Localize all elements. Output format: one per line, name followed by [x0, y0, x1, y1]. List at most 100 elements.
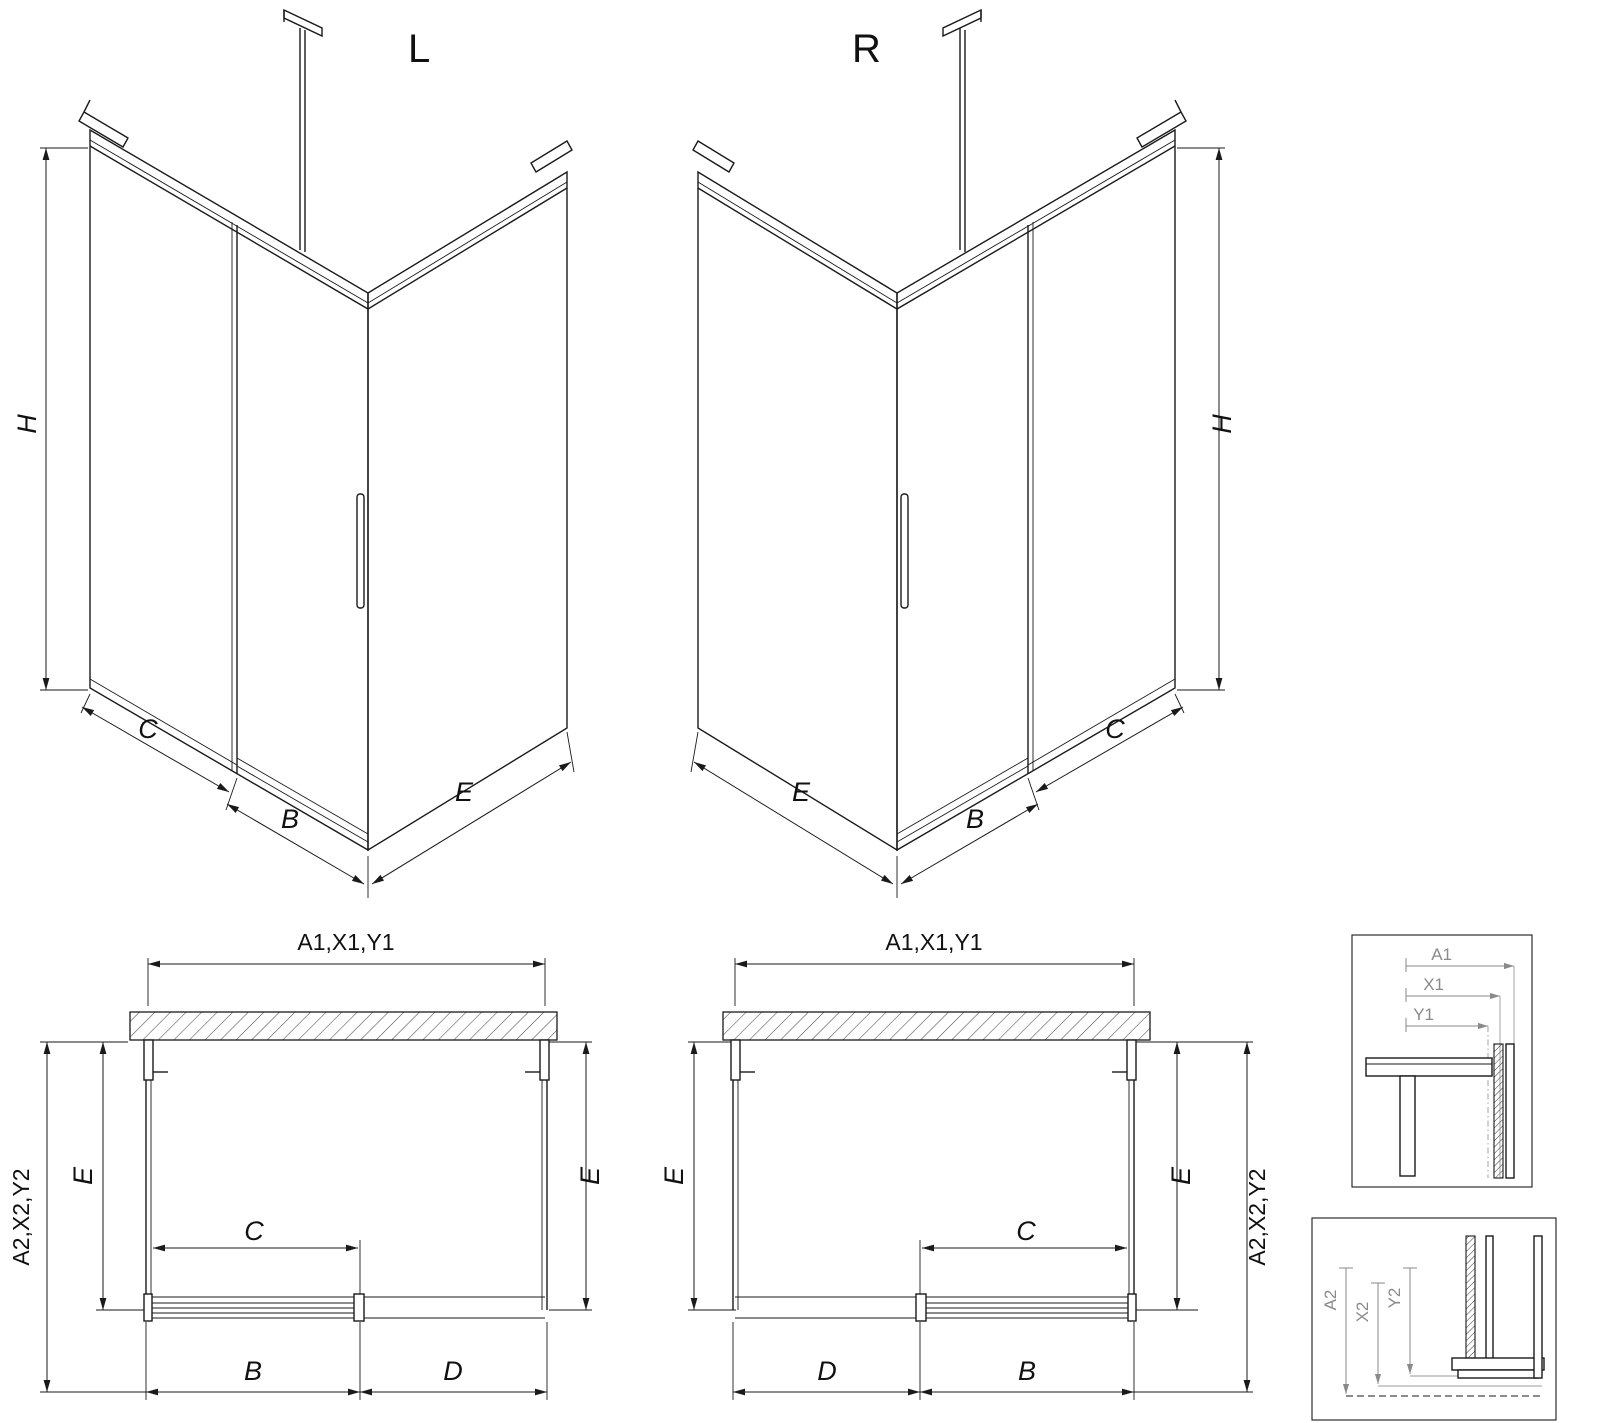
dim-label-b: B	[966, 804, 984, 834]
track-end-cap	[353, 1293, 365, 1322]
dim-label-e: E	[1166, 1166, 1196, 1185]
detail-dim-label-y2: Y2	[1385, 1288, 1404, 1309]
dim-label-c: C	[1016, 1216, 1036, 1246]
right-wall-profile	[539, 1039, 550, 1081]
dimension-opening-c: C	[919, 1216, 1127, 1294]
extension-lines	[145, 1322, 361, 1400]
iso-view-right: R H E B	[690, 8, 1237, 898]
bottom-sill-line	[89, 678, 238, 766]
right-wall-profile	[1126, 1039, 1137, 1081]
dimension-side-depth-right: E	[1136, 1042, 1198, 1311]
left-wall-profile	[143, 1039, 154, 1081]
extension-lines	[688, 1041, 736, 1311]
dim-label-e: E	[575, 1166, 605, 1185]
dim-label-b: B	[281, 804, 299, 834]
door-track-lines	[920, 1302, 1134, 1314]
wall-bracket-right	[1136, 111, 1187, 148]
panel-section	[1485, 1235, 1494, 1371]
top-rail-inner-line	[697, 139, 1176, 304]
dimension-line	[226, 803, 365, 885]
wall-bracket-left	[78, 111, 129, 148]
wall-bracket-right	[530, 140, 573, 173]
bottom-track	[236, 757, 369, 843]
glass-panel-side-left	[697, 170, 898, 852]
dimension-line	[1035, 706, 1184, 793]
extension-lines	[734, 958, 1135, 1006]
dimension-overall-depth: A2,X2,Y2	[8, 1041, 150, 1393]
wall-bracket-left	[692, 140, 735, 173]
detail-dim-label-x2: X2	[1353, 1302, 1372, 1323]
left-wall-profile	[730, 1039, 741, 1081]
dim-label-c: C	[138, 714, 158, 744]
extension-lines	[919, 1322, 1135, 1400]
dimension-door-b: B	[145, 1322, 361, 1400]
front-sill-lines	[146, 1296, 545, 1319]
dimension-side-e: E	[371, 731, 575, 885]
track-wall-cap	[143, 1293, 153, 1322]
detail-bottom-track: A2 X2 Y2	[1311, 1217, 1557, 1421]
ceiling-support-bar	[299, 28, 306, 252]
detail-dim-label-x1: X1	[1423, 975, 1444, 994]
extension-lines	[566, 731, 575, 773]
dim-label-e: E	[455, 777, 474, 807]
door-track-lines	[146, 1302, 360, 1314]
dimension-line	[693, 761, 894, 885]
bottom-track-profile	[1451, 1357, 1545, 1371]
wall-section-hatched	[722, 1011, 1151, 1041]
profile-leg	[1399, 1075, 1416, 1177]
dimension-door-b: B	[896, 803, 1039, 898]
dimension-line	[371, 761, 572, 885]
dimension-side-e: E	[690, 731, 894, 885]
dimension-side-depth-right: E	[549, 1041, 605, 1311]
bottom-sill-line	[1027, 678, 1176, 766]
dim-label-c: C	[244, 1216, 264, 1246]
dimension-panel-d: D	[360, 1322, 548, 1400]
dim-label-h: H	[1207, 414, 1237, 434]
dim-label-b: B	[244, 1356, 262, 1386]
wall-bracket-left-tick	[83, 99, 91, 113]
dimension-overall-width: A1,X1,Y1	[734, 929, 1135, 1006]
extension-lines	[690, 731, 699, 773]
glass-panel-front-left	[89, 128, 369, 852]
top-rail	[697, 145, 1176, 310]
dim-label-a1x1y1: A1,X1,Y1	[297, 929, 394, 955]
dimension-line	[900, 803, 1039, 885]
detail-frame	[1351, 934, 1533, 1188]
dim-label-e: E	[68, 1166, 98, 1185]
end-profile-section	[1533, 1235, 1543, 1379]
detail-top-profile: A1 X1 Y1	[1351, 934, 1533, 1188]
dimension-door-b: B	[919, 1322, 1135, 1400]
detail-dim-label-a1: A1	[1431, 945, 1452, 964]
ceiling-bracket	[942, 8, 982, 38]
plan-view-left: A1,X1,Y1 A2,X2,Y2 E C	[8, 929, 605, 1400]
track-end-cap	[915, 1293, 927, 1322]
ceiling-support-bar	[959, 28, 966, 252]
extension-lines	[147, 958, 546, 1006]
dim-label-d: D	[443, 1356, 463, 1386]
dimension-side-depth-left: E	[68, 1042, 144, 1311]
dimension-overall-depth: A2,X2,Y2	[1130, 1041, 1270, 1393]
glass-section	[1493, 1043, 1504, 1179]
dimension-opening-c: C	[153, 1216, 361, 1294]
dim-label-a2x2y2: A2,X2,Y2	[8, 1168, 34, 1265]
glass-panel-side-right	[367, 170, 568, 852]
detail-dim-label-a2: A2	[1321, 1290, 1340, 1311]
top-rail	[89, 145, 568, 310]
dimension-line	[81, 706, 230, 793]
glass-section	[1465, 1235, 1476, 1359]
rail-profile-section	[1365, 1057, 1493, 1077]
door-handle	[900, 493, 909, 609]
dim-label-e: E	[792, 777, 811, 807]
dimension-height-h: H	[1177, 147, 1237, 691]
dim-label-a2x2y2: A2,X2,Y2	[1244, 1168, 1270, 1265]
dimension-height-h: H	[12, 147, 88, 691]
detail-frame	[1311, 1217, 1557, 1421]
extension-lines	[40, 1041, 150, 1393]
dim-label-d: D	[817, 1356, 837, 1386]
detail-dim-label-y1: Y1	[1413, 1005, 1434, 1024]
iso-view-left: L H C B	[12, 8, 575, 898]
dimension-side-depth-left: E	[659, 1041, 736, 1311]
view-label-left: L	[408, 27, 430, 71]
dim-label-c: C	[1105, 714, 1125, 744]
ceiling-bracket	[283, 8, 323, 38]
